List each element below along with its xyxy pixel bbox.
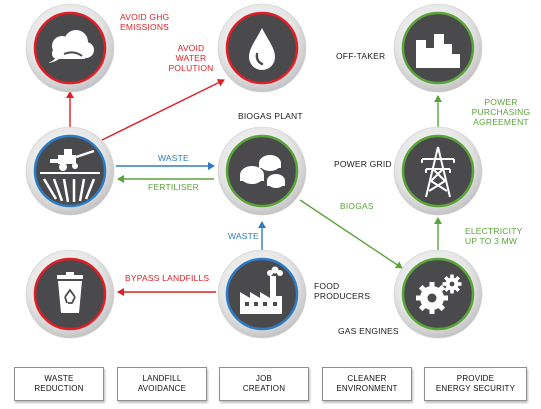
label-food-producers: FOOD PRODUCERS [314,281,371,301]
label-biogas-plant: BIOGAS PLANT [238,111,303,121]
water-drop-icon [249,28,275,70]
node-avoid-water-pollution [217,3,307,93]
footer-job-creation: JOB CREATION [219,367,309,401]
footer-cleaner-environment: CLEANER ENVIRONMENT [322,367,412,401]
label-avoid-ghg: AVOID GHG EMISSIONS [120,12,170,32]
footer-provide-energy-security: PROVIDE ENERGY SECURITY [424,367,527,401]
label-gas-engines: GAS ENGINES [338,326,399,336]
label-waste-vertical: WASTE [228,231,259,241]
footer-landfill-avoidance: LANDFILL AVOIDANCE [117,367,207,401]
arrow-plant-to-engines [299,199,403,269]
flow-arrows [66,79,442,296]
label-power-grid: POWER GRID [334,159,392,169]
node-food-producers [217,249,307,339]
node-biogas-plant [217,126,307,216]
label-fertiliser-flow: FERTILISER [148,182,199,192]
node-landfill [25,249,115,339]
label-avoid-water-pollution: AVOID WATER POLUTION [168,43,214,73]
footer-waste-reduction: WASTE REDUCTION [14,367,104,401]
label-biogas-flow: BIOGAS [340,201,374,211]
cloud-icon [48,30,94,63]
arrow-farm-to-water [101,79,225,141]
node-gas-engines [393,249,483,339]
node-off-taker [393,3,483,93]
biogas-tanks-icon [240,155,285,188]
recycle-bin-icon [57,272,83,313]
node-avoid-ghg [25,3,115,93]
label-waste-flow: WASTE [158,153,189,163]
city-icon [416,34,460,68]
node-farm [25,126,115,216]
node-power-grid [393,126,483,216]
factory-icon [240,266,283,314]
gears-icon [416,274,462,314]
label-ppa: POWER PURCHASING AGREEMENT [471,97,531,127]
label-off-taker: OFF-TAKER [336,51,386,61]
label-electricity: ELECTRICITY UP TO 3 MW [465,226,523,246]
harvester-icon [40,149,100,203]
pylon-icon [421,146,455,198]
label-bypass-landfills: BYPASS LANDFILLS [125,273,210,283]
